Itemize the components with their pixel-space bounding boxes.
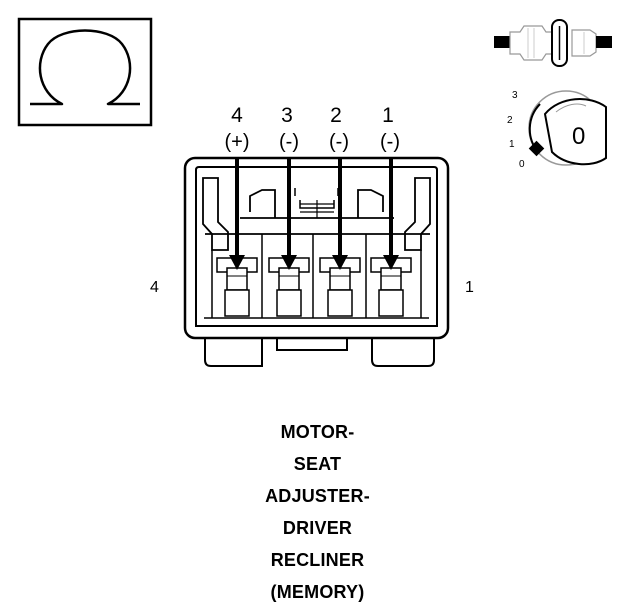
connector-disconnected-icon xyxy=(494,19,612,67)
caption-line-5: RECLINER xyxy=(270,550,365,570)
ignition-position-0: 0 xyxy=(519,159,525,170)
ignition-key-label: 0 xyxy=(572,123,585,150)
pin-polarity-4: (+) xyxy=(225,131,250,153)
ignition-position-3: 3 xyxy=(512,90,518,101)
probe-arrowhead-pin-2 xyxy=(332,255,348,270)
connector-cavity-1 xyxy=(370,257,412,317)
pin-polarity-2: (-) xyxy=(329,131,349,153)
connector-cavity-2 xyxy=(319,257,361,317)
pin-number-3: 3 xyxy=(281,104,293,127)
caption-line-4: DRIVER xyxy=(282,518,353,538)
pin-polarity-1: (-) xyxy=(380,131,400,153)
caption-line-3: ADJUSTER- xyxy=(265,486,370,506)
pin-number-1: 1 xyxy=(382,104,394,127)
ignition-position-2: 2 xyxy=(507,115,513,126)
caption-line-6: (MEMORY) xyxy=(270,582,365,602)
caption-line-2: SEAT xyxy=(293,454,342,474)
probe-arrowhead-pin-3 xyxy=(281,255,297,270)
component-caption: MOTOR- SEAT ADJUSTER- DRIVER RECLINER (M… xyxy=(0,416,635,608)
ignition-key-off-icon: 3 2 1 0 0 xyxy=(507,90,607,170)
probe-arrowhead-pin-4 xyxy=(229,255,245,270)
ohm-symbol-icon xyxy=(17,17,153,127)
connector-side-label-left: 4 xyxy=(150,279,159,296)
pin-polarity-3: (-) xyxy=(279,131,299,153)
connector-side-label-right: 1 xyxy=(465,279,474,296)
probe-arrowhead-pin-1 xyxy=(383,255,399,270)
ignition-position-1: 1 xyxy=(509,139,515,150)
pin-number-2: 2 xyxy=(330,104,342,127)
caption-line-1: MOTOR- xyxy=(280,422,355,442)
pin-number-4: 4 xyxy=(231,104,243,127)
